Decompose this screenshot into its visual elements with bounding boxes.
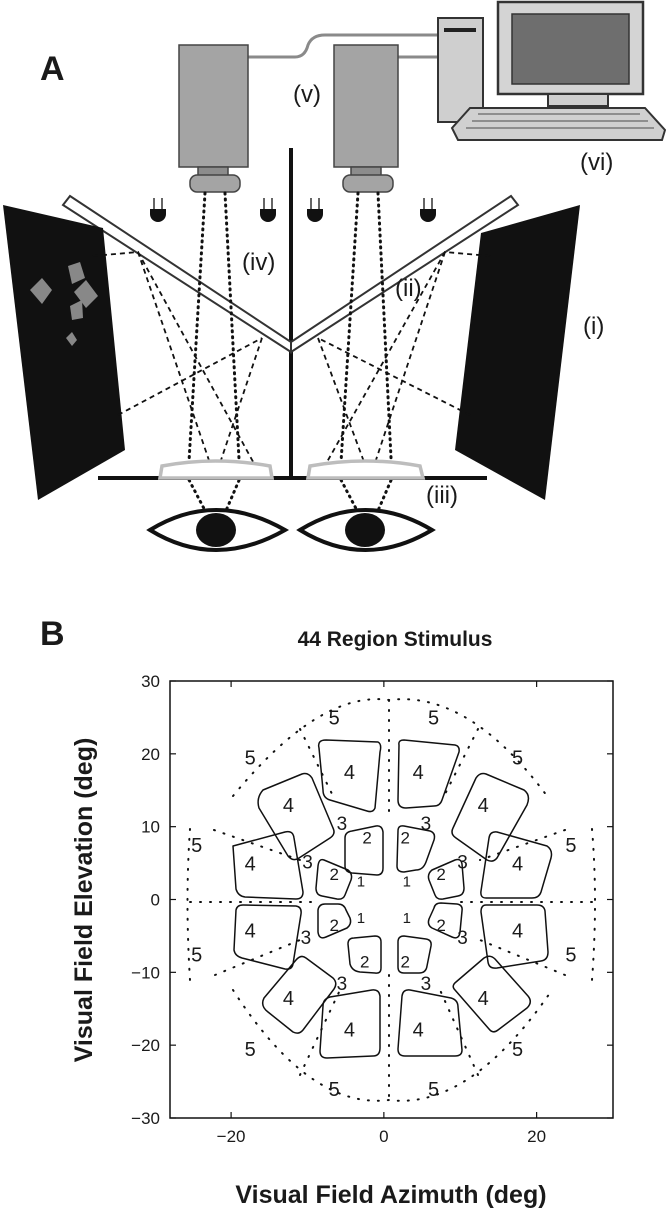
mirrors: [61, 194, 520, 354]
label-iii: (iii): [426, 482, 458, 509]
region-label-4: 4: [283, 988, 294, 1010]
camera-rays: [186, 191, 394, 522]
region-label-3: 3: [457, 852, 468, 873]
region-label-3: 3: [302, 852, 313, 873]
region-label-2: 2: [401, 829, 410, 848]
left-screen: [3, 205, 125, 500]
region-label-4: 4: [245, 853, 256, 875]
region-label-3: 3: [421, 814, 432, 835]
region-label-5: 5: [329, 1079, 340, 1101]
label-iv: (iv): [242, 249, 275, 276]
computer: [437, 0, 666, 141]
region-label-5: 5: [329, 708, 340, 730]
region-label-4: 4: [478, 795, 489, 817]
region-label-3: 3: [337, 974, 348, 995]
region-label-3: 3: [457, 928, 468, 949]
y-tick-label: 0: [151, 891, 160, 910]
region-label-5: 5: [191, 944, 202, 966]
region-label-4: 4: [413, 762, 424, 784]
x-axis-label: Visual Field Azimuth (deg): [235, 1181, 546, 1209]
region-label-4: 4: [478, 988, 489, 1010]
region-label-5: 5: [512, 748, 523, 770]
region-label-2: 2: [436, 916, 445, 935]
region-label-1: 1: [357, 874, 365, 891]
right-screen: [455, 205, 580, 500]
label-vi: (vi): [580, 149, 613, 176]
region-label-5: 5: [245, 748, 256, 770]
panel-b-letter: B: [40, 615, 65, 653]
x-tick-label: 20: [527, 1127, 546, 1146]
region-label-2: 2: [360, 953, 369, 972]
left-eye: [146, 508, 290, 552]
y-tick-label: 30: [141, 672, 160, 691]
label-ii: (ii): [395, 275, 422, 302]
region-5-boundaries: [186, 698, 596, 1102]
y-tick-label: 10: [141, 818, 160, 837]
region-label-5: 5: [512, 1039, 523, 1061]
y-tick-label: 20: [141, 745, 160, 764]
region-label-2: 2: [329, 865, 338, 884]
region-label-5: 5: [428, 708, 439, 730]
region-label-4: 4: [283, 795, 294, 817]
right-eye: [296, 508, 436, 552]
region-label-5: 5: [428, 1079, 439, 1101]
region-label-4: 4: [512, 853, 523, 875]
right-lens: [305, 459, 426, 480]
region-label-1: 1: [357, 910, 365, 927]
y-axis-label: Visual Field Elevation (deg): [70, 738, 98, 1063]
region-label-1: 1: [403, 874, 411, 891]
y-tick-label: −10: [131, 963, 160, 982]
region-label-5: 5: [565, 944, 576, 966]
region-label-5: 5: [565, 835, 576, 857]
panel-a: A: [3, 0, 666, 552]
region-label-3: 3: [301, 928, 312, 949]
left-lens: [157, 459, 275, 480]
region-label-4: 4: [512, 920, 523, 942]
region-label-2: 2: [436, 865, 445, 884]
plot-frame: [169, 680, 614, 1119]
camera-cable: [248, 33, 440, 59]
y-tick-label: −30: [131, 1109, 160, 1128]
region-outlines: [232, 739, 553, 1059]
x-tick-label: 0: [379, 1127, 388, 1146]
label-i: (i): [583, 313, 604, 340]
left-camera: [178, 44, 249, 193]
region-label-2: 2: [329, 916, 338, 935]
region-label-3: 3: [421, 974, 432, 995]
label-v: (v): [293, 81, 321, 108]
region-label-4: 4: [245, 920, 256, 942]
x-tick-label: −20: [217, 1127, 246, 1146]
right-camera: [333, 44, 399, 193]
axis-ticks: −20 0 20 30 20 10 0 −10 −20 −30: [131, 672, 613, 1146]
illuminators: [150, 198, 436, 222]
region-label-5: 5: [245, 1039, 256, 1061]
region-label-2: 2: [401, 953, 410, 972]
region-label-4: 4: [344, 1019, 355, 1041]
region-label-5: 5: [191, 835, 202, 857]
region-label-4: 4: [344, 762, 355, 784]
region-label-2: 2: [362, 829, 371, 848]
region-label-4: 4: [413, 1019, 424, 1041]
panel-a-letter: A: [40, 50, 65, 88]
chart-title: 44 Region Stimulus: [298, 628, 493, 651]
region-label-3: 3: [337, 814, 348, 835]
y-tick-label: −20: [131, 1036, 160, 1055]
region-label-1: 1: [403, 910, 411, 927]
